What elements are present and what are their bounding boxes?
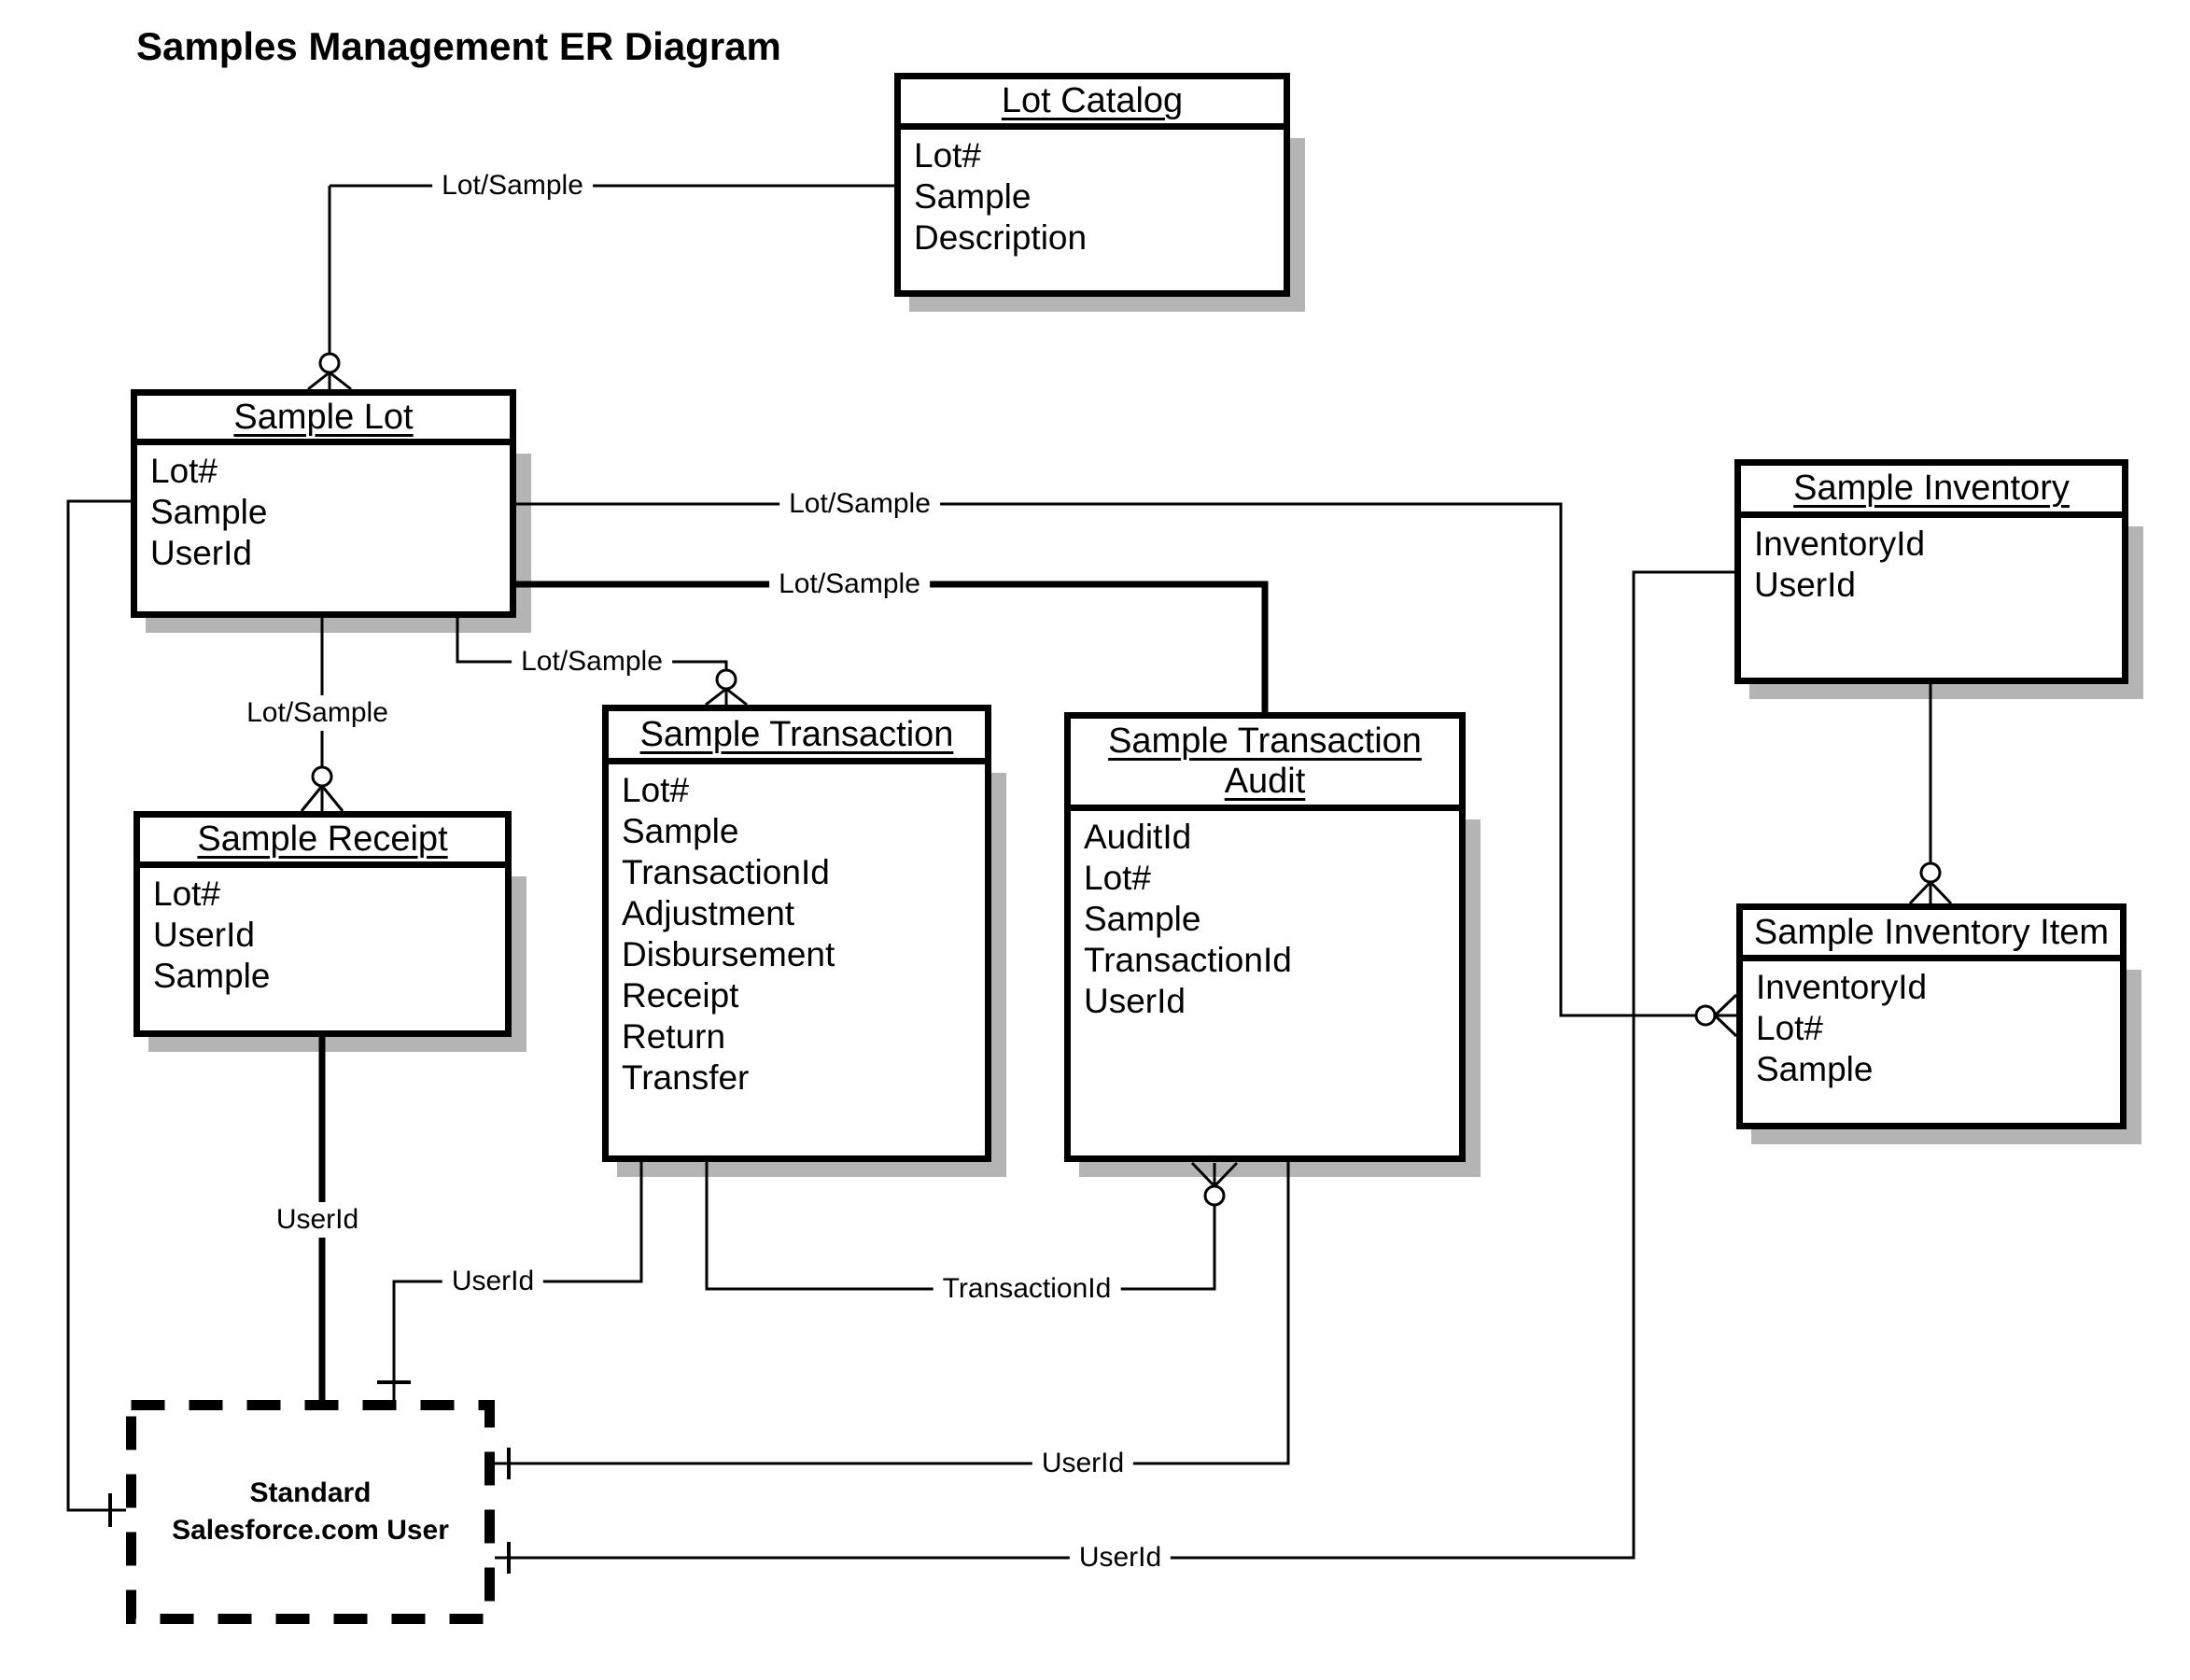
entity-field: Lot#: [1084, 859, 1152, 897]
entity-field: Lot#: [914, 136, 982, 175]
entity-field: UserId: [1084, 982, 1186, 1020]
entity-field: TransactionId: [622, 853, 830, 891]
entity-field: InventoryId: [1756, 968, 1928, 1006]
entity-body: InventoryId UserId: [1741, 518, 2122, 606]
entity-header: Sample Inventory: [1741, 466, 2122, 518]
entity-header: Sample Inventory Item: [1743, 910, 2120, 961]
entity-body: Lot# Sample TransactionId Adjustment Dis…: [609, 764, 985, 1099]
relationship-label-userid: UserId: [266, 1202, 369, 1238]
entity-body: Lot# Sample Description: [901, 130, 1284, 259]
entity-header: Sample Receipt: [140, 818, 505, 868]
entity-field: TransactionId: [1084, 941, 1292, 979]
connector-inventory-inventoryitem: [1908, 684, 1953, 905]
connector-samplelot-lotcatalog: [307, 184, 894, 391]
entity-header: Sample Transaction Audit: [1071, 719, 1459, 811]
entity-sample-receipt: Sample Receipt Lot# UserId Sample: [133, 811, 512, 1037]
connector-samplelot-inventoryitem: [516, 502, 1738, 1038]
entity-field: Adjustment: [622, 894, 795, 932]
connector-samplelot-audit: [516, 581, 1269, 712]
entity-title: Sample Lot: [233, 397, 414, 437]
entity-title: Sample Transaction: [639, 714, 954, 754]
entity-title: Sample Transaction: [1108, 721, 1422, 761]
relationship-label-userid: UserId: [442, 1264, 544, 1299]
diagram-title: Samples Management ER Diagram: [136, 24, 781, 68]
entity-field: Sample: [1756, 1050, 1874, 1088]
entity-standard-salesforce-user: Standard Salesforce.com User: [126, 1400, 495, 1624]
entity-body: Lot# Sample UserId: [137, 445, 510, 574]
relationship-label-lot-sample: Lot/Sample: [432, 168, 593, 203]
relationship-label-transactionid: TransactionId: [933, 1271, 1121, 1307]
entity-field: Lot#: [150, 452, 218, 490]
entity-body: InventoryId Lot# Sample: [1743, 961, 2120, 1090]
entity-header: Sample Lot: [137, 396, 510, 445]
entity-sample-lot: Sample Lot Lot# Sample UserId: [131, 389, 516, 618]
connector-audit-user: [495, 1162, 1290, 1479]
user-box-line: Salesforce.com User: [172, 1515, 449, 1546]
entity-field: Transfer: [622, 1058, 750, 1097]
entity-field: Sample: [1084, 900, 1201, 938]
entity-field: Lot#: [153, 875, 221, 913]
entity-field: Disbursement: [622, 935, 835, 973]
entity-title: Sample Receipt: [197, 819, 448, 859]
entity-header: Sample Transaction: [609, 711, 985, 764]
entity-field: Sample: [622, 812, 739, 850]
entity-field: Sample: [153, 957, 271, 995]
connector-samplelot-receipt: [300, 618, 344, 812]
entity-field: AuditId: [1084, 818, 1192, 856]
entity-field: Lot#: [1756, 1009, 1824, 1047]
user-box-border: [126, 1400, 495, 1624]
entity-field: InventoryId: [1754, 525, 1926, 563]
relationship-label-lot-sample: Lot/Sample: [779, 486, 940, 522]
entity-header: Lot Catalog: [901, 79, 1284, 130]
entity-field: UserId: [150, 534, 252, 572]
entity-field: Return: [622, 1017, 726, 1056]
relationship-label-userid: UserId: [1069, 1540, 1172, 1575]
entity-body: Lot# UserId Sample: [140, 868, 505, 997]
user-box-line: Standard: [249, 1477, 372, 1508]
connector-transaction-audit: [705, 1161, 1239, 1291]
relationship-label-userid: UserId: [1032, 1446, 1134, 1481]
relationship-label-lot-sample: Lot/Sample: [769, 567, 930, 602]
relationship-label-lot-sample: Lot/Sample: [237, 695, 398, 731]
connector-inventory-user: [495, 570, 1734, 1574]
entity-title: Audit: [1224, 762, 1306, 801]
entity-title: Sample Inventory: [1793, 469, 2070, 508]
entity-field: UserId: [153, 916, 255, 954]
entity-title: Sample Inventory Item: [1753, 912, 2110, 952]
entity-field: UserId: [1754, 566, 1856, 604]
entity-field: Sample: [914, 177, 1032, 216]
entity-field: Lot#: [622, 771, 690, 809]
entity-lot-catalog: Lot Catalog Lot# Sample Description: [894, 73, 1290, 297]
entity-sample-transaction: Sample Transaction Lot# Sample Transacti…: [602, 705, 991, 1162]
entity-field: Sample: [150, 493, 268, 531]
connector-samplelot-user: [66, 499, 131, 1527]
entity-field: Description: [914, 218, 1088, 257]
relationship-label-lot-sample: Lot/Sample: [512, 644, 672, 679]
entity-title: Lot Catalog: [1001, 81, 1184, 120]
entity-body: AuditId Lot# Sample TransactionId UserId: [1071, 811, 1459, 1022]
entity-field: Receipt: [622, 976, 739, 1015]
entity-sample-inventory-item: Sample Inventory Item InventoryId Lot# S…: [1736, 903, 2127, 1129]
entity-sample-transaction-audit: Sample Transaction Audit AuditId Lot# Sa…: [1064, 712, 1466, 1162]
entity-sample-inventory: Sample Inventory InventoryId UserId: [1734, 459, 2128, 684]
